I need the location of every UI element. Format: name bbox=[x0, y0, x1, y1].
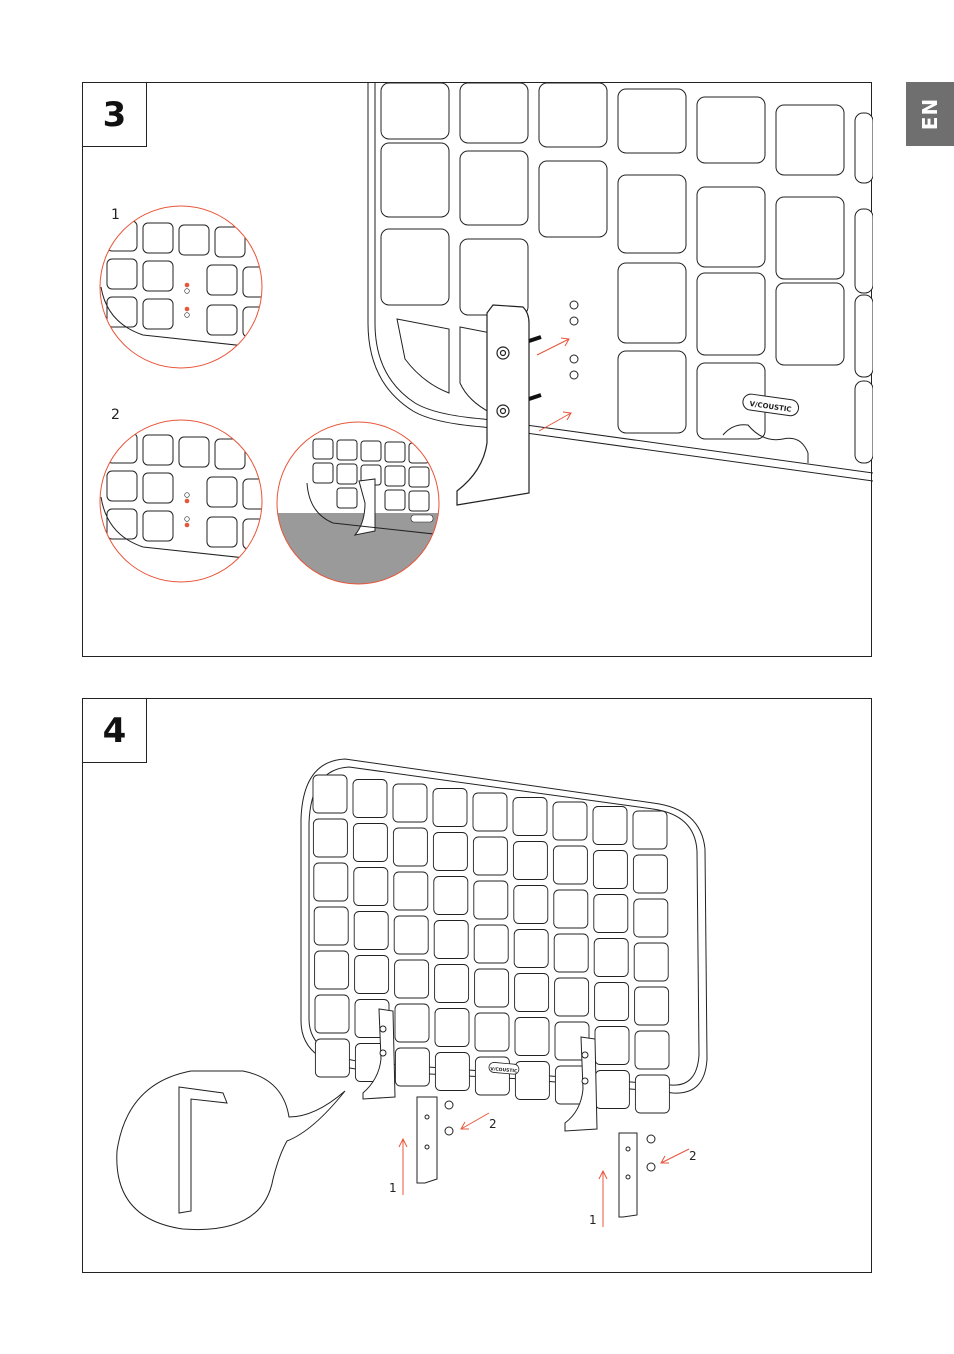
grid-cell bbox=[473, 837, 507, 875]
grid-cell bbox=[475, 1013, 509, 1051]
grid-cell bbox=[513, 842, 547, 880]
grid-cell bbox=[554, 890, 588, 928]
grid-cell bbox=[513, 798, 547, 836]
grid-cell bbox=[434, 877, 468, 915]
grid-cell bbox=[395, 1048, 429, 1086]
grid-cell bbox=[514, 930, 548, 968]
grid-cell bbox=[393, 828, 427, 866]
detail-circle-3 bbox=[273, 439, 453, 613]
grid-cell bbox=[353, 824, 387, 862]
loose-feet bbox=[417, 1097, 655, 1217]
grid-cell bbox=[515, 1018, 549, 1056]
callout-label-2a: 2 bbox=[489, 1117, 497, 1131]
grid-cell bbox=[394, 916, 428, 954]
grid-cell bbox=[634, 943, 668, 981]
grid-cell bbox=[553, 846, 587, 884]
grid-cell bbox=[435, 965, 469, 1003]
assembly-arrows bbox=[399, 1113, 689, 1227]
brand-logo-small: V/COUSTIC bbox=[489, 1062, 520, 1075]
grid-cell bbox=[393, 784, 427, 822]
detail-circle-2 bbox=[101, 433, 273, 561]
grid-cell bbox=[473, 793, 507, 831]
language-tab[interactable]: EN bbox=[906, 82, 954, 146]
grid-cell bbox=[553, 802, 587, 840]
grid-cell bbox=[633, 811, 667, 849]
grid-cell bbox=[555, 978, 589, 1016]
language-tab-label: EN bbox=[918, 98, 942, 130]
grid-cell bbox=[315, 995, 349, 1033]
direction-arrows bbox=[537, 338, 571, 431]
grid-cell bbox=[355, 956, 389, 994]
grid-cell bbox=[313, 819, 347, 857]
detail-label-2: 2 bbox=[111, 407, 120, 423]
grid-cell bbox=[594, 939, 628, 977]
callout-label-1a: 1 bbox=[389, 1181, 397, 1195]
acoustic-panel bbox=[368, 83, 873, 481]
grid-cell bbox=[435, 1053, 469, 1091]
grid-cell bbox=[634, 899, 668, 937]
grid-cell bbox=[395, 1004, 429, 1042]
grid-cell bbox=[434, 921, 468, 959]
grid-cell bbox=[514, 886, 548, 924]
grid-cell bbox=[315, 951, 349, 989]
grid-cell bbox=[635, 1031, 669, 1069]
step-4-illustration: V/COUSTIC bbox=[83, 699, 873, 1274]
callout-label-1b: 1 bbox=[589, 1213, 597, 1227]
grid-cell bbox=[475, 969, 509, 1007]
grid-cell bbox=[474, 925, 508, 963]
hex-key-callout bbox=[117, 1071, 345, 1230]
grid-cell bbox=[595, 1027, 629, 1065]
grid-cell bbox=[515, 1062, 549, 1100]
grid-cell bbox=[395, 960, 429, 998]
callout-label-2b: 2 bbox=[689, 1149, 697, 1163]
grid-cell bbox=[435, 1009, 469, 1047]
grid-cell bbox=[595, 983, 629, 1021]
grid-cell bbox=[433, 789, 467, 827]
mounting-holes bbox=[570, 301, 578, 379]
grid-cell bbox=[595, 1071, 629, 1109]
grid-cell bbox=[433, 833, 467, 871]
step-3-panel: V/COUSTIC bbox=[82, 82, 872, 657]
grid-cell bbox=[593, 851, 627, 889]
grid-cell bbox=[633, 855, 667, 893]
grid-cell bbox=[594, 895, 628, 933]
grid-cell bbox=[314, 907, 348, 945]
grid-cell bbox=[593, 807, 627, 845]
grid-cell bbox=[315, 1039, 349, 1077]
grid-cell bbox=[635, 1075, 669, 1113]
grid-cell bbox=[354, 912, 388, 950]
grid-cell bbox=[314, 863, 348, 901]
grid-cell bbox=[394, 872, 428, 910]
grid-cell bbox=[515, 974, 549, 1012]
grid-cell bbox=[635, 987, 669, 1025]
step-3-illustration: V/COUSTIC bbox=[83, 83, 873, 658]
panel-grid bbox=[313, 775, 669, 1113]
grid-cell bbox=[353, 780, 387, 818]
step-4-panel: V/COUSTIC 4 1 bbox=[82, 698, 872, 1273]
grid-cell bbox=[354, 868, 388, 906]
grid-cell bbox=[474, 881, 508, 919]
step-number-3: 3 bbox=[82, 82, 147, 147]
detail-label-1: 1 bbox=[111, 207, 120, 223]
grid-cell bbox=[313, 775, 347, 813]
grid-cell bbox=[554, 934, 588, 972]
step-number-4: 4 bbox=[82, 698, 147, 763]
